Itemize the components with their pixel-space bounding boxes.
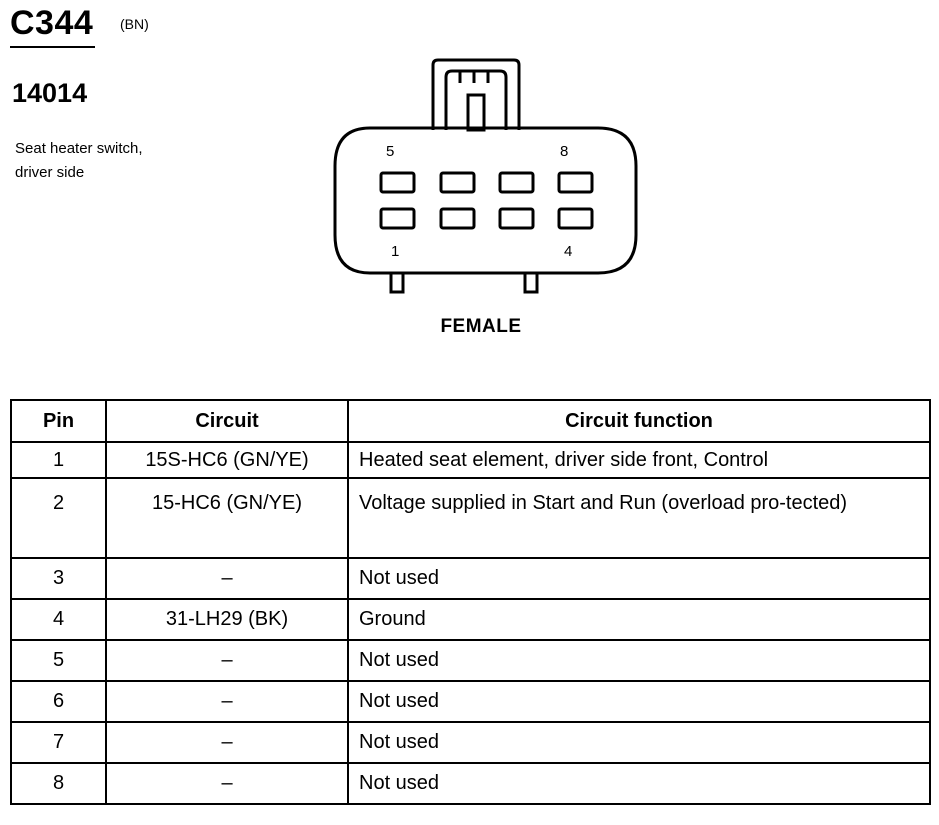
circuit-cell: – xyxy=(105,721,349,764)
table-row: 5 – Not used xyxy=(10,639,931,682)
part-number: 14014 xyxy=(12,78,88,108)
cavity-1 xyxy=(379,207,416,230)
cavity-8 xyxy=(557,171,594,194)
table-row: 4 31-LH29 (BK) Ground xyxy=(10,598,931,641)
table-header-row: Pin Circuit Circuit function xyxy=(10,399,931,443)
terminal-cavities xyxy=(379,171,594,230)
pin-cell: 8 xyxy=(10,762,107,805)
pin-label-1: 1 xyxy=(391,243,399,260)
connector-feet xyxy=(389,273,539,294)
pin-cell: 5 xyxy=(10,639,107,682)
cavity-2 xyxy=(439,207,476,230)
connector-body xyxy=(333,126,638,275)
description-line-2: driver side xyxy=(15,164,85,181)
cavity-7 xyxy=(498,171,535,194)
header-circuit-function: Circuit function xyxy=(347,399,931,443)
connector-id: C344 xyxy=(10,4,94,42)
description-line-1: Seat heater switch, xyxy=(15,140,143,157)
table-row: 1 15S-HC6 (GN/YE) Heated seat element, d… xyxy=(10,441,931,479)
circuit-cell: 15-HC6 (GN/YE) xyxy=(105,477,349,559)
circuit-cell: – xyxy=(105,680,349,723)
pinout-table: Pin Circuit Circuit function 1 15S-HC6 (… xyxy=(10,399,931,805)
function-cell: Not used xyxy=(347,721,931,764)
pin-cell: 4 xyxy=(10,598,107,641)
table-row: 2 15-HC6 (GN/YE) Voltage supplied in Sta… xyxy=(10,477,931,559)
connector-description: Seat heater switch, driver side xyxy=(15,137,215,185)
circuit-cell: – xyxy=(105,557,349,600)
function-cell: Heated seat element, driver side front, … xyxy=(347,441,931,479)
cavity-6 xyxy=(439,171,476,194)
header-pin: Pin xyxy=(10,399,107,443)
function-cell: Ground xyxy=(347,598,931,641)
table-row: 8 – Not used xyxy=(10,762,931,805)
connector-latch xyxy=(431,58,521,132)
pin-label-8: 8 xyxy=(560,143,568,160)
circuit-cell: 15S-HC6 (GN/YE) xyxy=(105,441,349,479)
function-cell: Not used xyxy=(347,680,931,723)
cavity-4 xyxy=(557,207,594,230)
circuit-cell: 31-LH29 (BK) xyxy=(105,598,349,641)
connector-color-code: (BN) xyxy=(120,16,149,32)
table-row: 3 – Not used xyxy=(10,557,931,600)
pin-cell: 6 xyxy=(10,680,107,723)
header-circuit: Circuit xyxy=(105,399,349,443)
pin-cell: 3 xyxy=(10,557,107,600)
pin-cell: 1 xyxy=(10,441,107,479)
cavity-5 xyxy=(379,171,416,194)
pin-label-4: 4 xyxy=(564,243,572,260)
pin-label-5: 5 xyxy=(386,143,394,160)
connector-view-label: FEMALE xyxy=(440,316,522,337)
function-cell: Voltage supplied in Start and Run (overl… xyxy=(347,477,931,559)
title-underline xyxy=(10,46,95,48)
circuit-cell: – xyxy=(105,639,349,682)
pin-cell: 7 xyxy=(10,721,107,764)
table-row: 7 – Not used xyxy=(10,721,931,764)
function-cell: Not used xyxy=(347,557,931,600)
cavity-3 xyxy=(498,207,535,230)
table-row: 6 – Not used xyxy=(10,680,931,723)
pin-cell: 2 xyxy=(10,477,107,559)
function-cell: Not used xyxy=(347,762,931,805)
connector-face-diagram: 5 8 1 4 xyxy=(333,58,638,294)
function-cell: Not used xyxy=(347,639,931,682)
circuit-cell: – xyxy=(105,762,349,805)
